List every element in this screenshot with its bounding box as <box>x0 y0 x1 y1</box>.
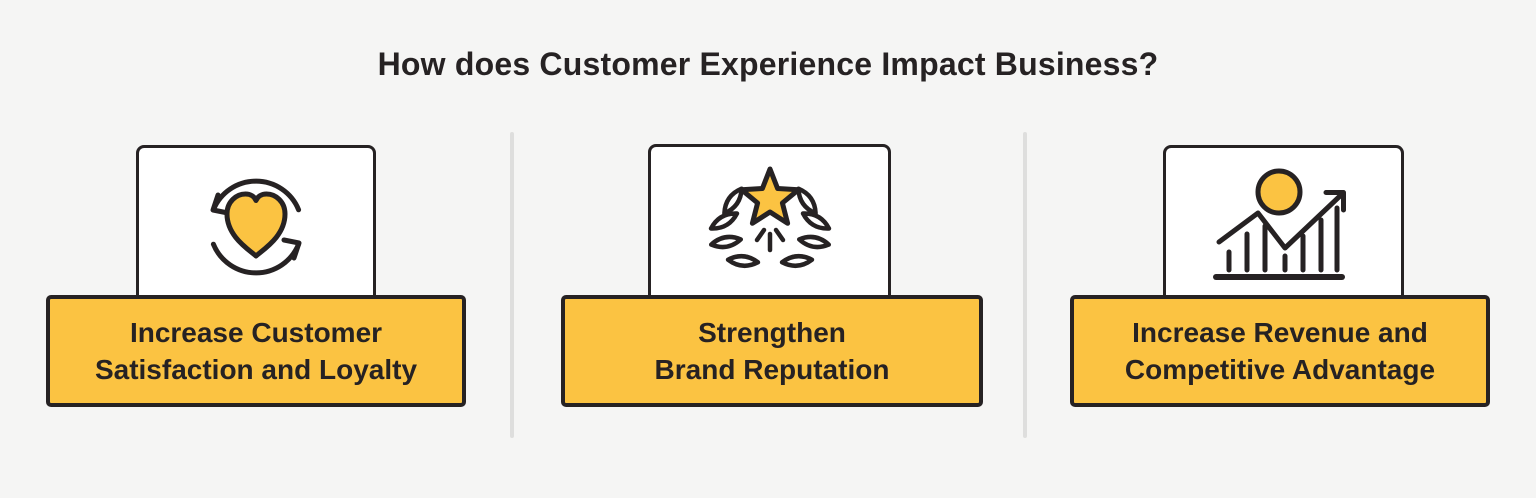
vertical-divider <box>1023 132 1027 438</box>
label-banner-customer-satisfaction: Increase Customer Satisfaction and Loyal… <box>46 295 466 407</box>
page-title: How does Customer Experience Impact Busi… <box>377 46 1159 82</box>
icon-card-customer-satisfaction <box>136 145 376 309</box>
banner-label: Increase Revenue and Competitive Advanta… <box>1124 317 1436 385</box>
vertical-divider <box>510 132 514 438</box>
banner-label: Strengthen Brand Reputation <box>654 317 890 385</box>
label-banner-revenue-growth: Increase Revenue and Competitive Advanta… <box>1070 295 1490 407</box>
growth-chart-icon <box>1212 168 1346 280</box>
icon-card-brand-reputation <box>648 144 891 309</box>
heart-refresh-icon <box>210 178 302 276</box>
icon-card-revenue-growth <box>1163 145 1404 309</box>
label-banner-brand-reputation: Strengthen Brand Reputation <box>561 295 983 407</box>
banner-label: Increase Customer Satisfaction and Loyal… <box>94 317 418 385</box>
star-laurel-icon <box>708 166 831 269</box>
